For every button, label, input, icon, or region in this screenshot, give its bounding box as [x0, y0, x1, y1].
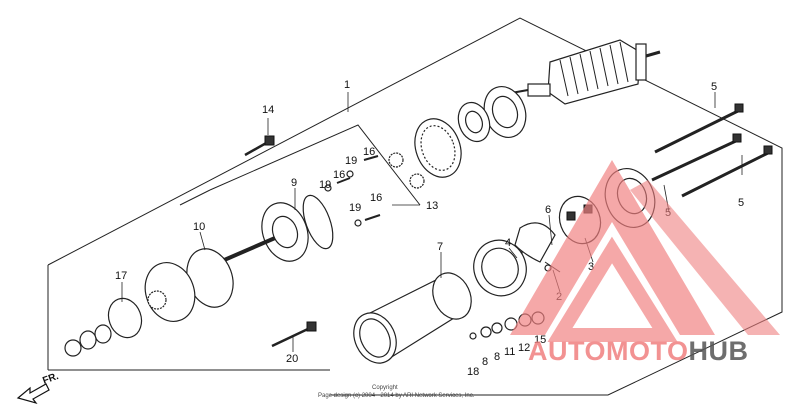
bolt-14 — [244, 135, 275, 157]
callout-8-left: 8 — [482, 356, 488, 368]
bolt-20 — [271, 321, 317, 348]
direction-arrow-icon — [16, 383, 50, 405]
callout-16-top: 16 — [363, 146, 375, 158]
assembly-frame — [47, 17, 783, 396]
seal-set — [64, 324, 112, 357]
callout-17: 17 — [115, 270, 127, 282]
callout-7: 7 — [437, 241, 443, 253]
callout-8-right: 8 — [494, 351, 500, 363]
watermark-word-auto: AUTO — [528, 336, 606, 366]
callout-20: 20 — [286, 353, 298, 365]
copyright-line-2: Page design (c) 2004 - 2014 by ARI Netwo… — [318, 393, 475, 399]
callout-6: 6 — [545, 204, 551, 216]
callout-9: 9 — [291, 177, 297, 189]
callout-19-low: 19 — [349, 202, 361, 214]
callout-18: 18 — [467, 366, 479, 378]
callout-16-mid: 16 — [333, 169, 345, 181]
callout-19-mid: 19 — [319, 179, 331, 191]
washer-set-upper — [457, 86, 527, 143]
o-ring-small — [107, 297, 143, 339]
callout-12: 12 — [518, 342, 530, 354]
gear-housing — [144, 262, 196, 322]
armature — [499, 39, 661, 105]
callout-10: 10 — [193, 221, 205, 233]
planetary-gears — [388, 152, 425, 189]
svg-text:AUTOMOTOHUB: AUTOMOTOHUB — [528, 336, 749, 366]
callout-11: 11 — [504, 346, 515, 358]
direction-label: FR. — [41, 371, 60, 387]
front-cover — [214, 194, 334, 266]
through-bolts — [651, 103, 773, 198]
callout-16-low: 16 — [370, 192, 382, 204]
screw-set — [324, 155, 381, 227]
copyright-notice: Copyright Page design (c) 2004 - 2014 by… — [318, 385, 475, 399]
watermark-logo: AUTOMOTOHUB — [510, 160, 780, 366]
callout-5-top: 5 — [711, 81, 717, 93]
front-direction-indicator: FR. — [16, 371, 60, 405]
ring-gear — [414, 118, 462, 178]
callout-15: 15 — [534, 334, 546, 346]
copyright-line-1: Copyright — [372, 385, 398, 391]
callout-14: 14 — [262, 104, 274, 116]
callout-3: 3 — [588, 261, 594, 273]
watermark-triangle-icon — [510, 160, 780, 342]
yoke-ring — [473, 239, 527, 297]
motor-case — [353, 272, 472, 364]
callout-13: 13 — [426, 200, 438, 212]
callout-5-right: 5 — [738, 197, 744, 209]
watermark-word-moto: MOTO — [606, 336, 689, 366]
callout-19-top: 19 — [345, 155, 357, 167]
watermark-word-hub: HUB — [689, 336, 749, 366]
callout-1: 1 — [344, 79, 350, 91]
callout-4: 4 — [505, 237, 511, 249]
